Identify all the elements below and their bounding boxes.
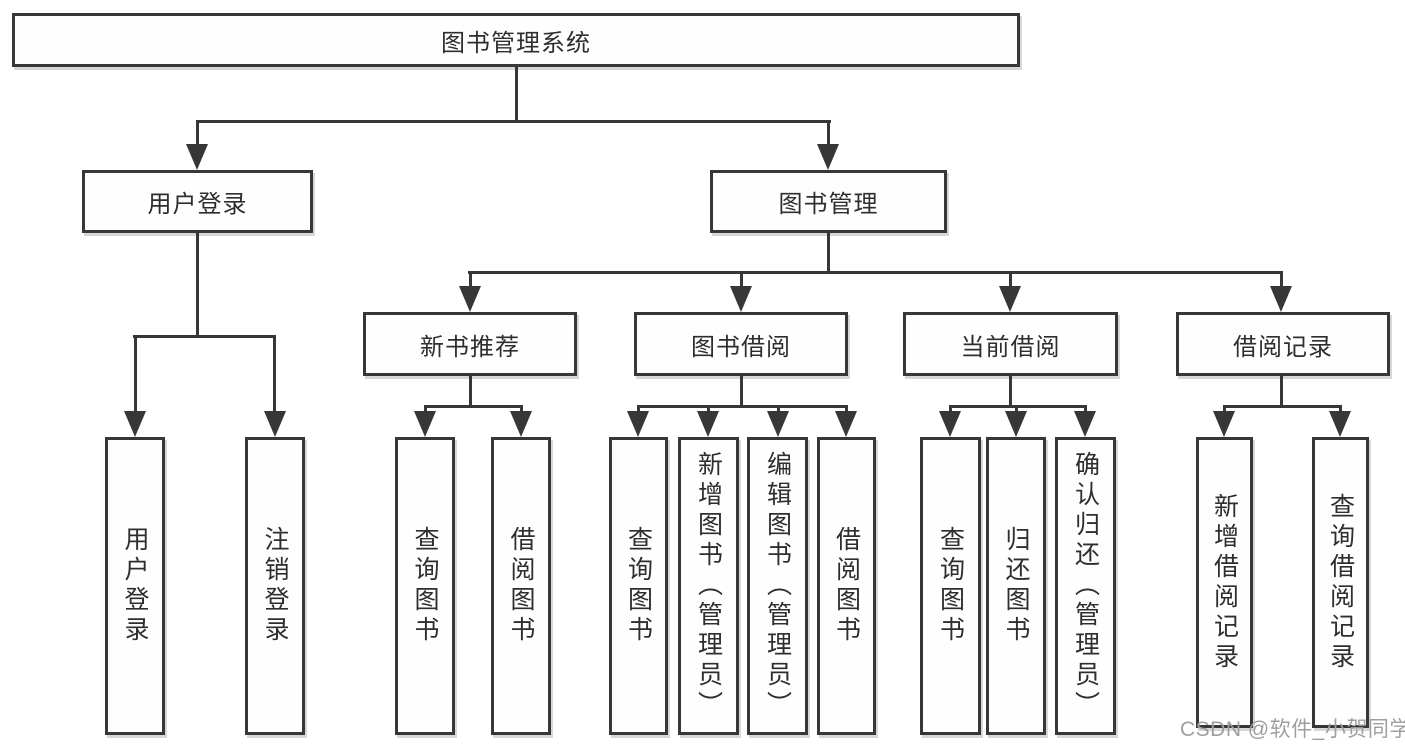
node-user-login-label: 用户登录: [147, 191, 248, 218]
arrow-down-icon: [767, 411, 789, 437]
connector-user-login-stem: [196, 233, 199, 335]
connector-user-login-branch: [133, 335, 275, 338]
node-current-borrowing-label: 当前借阅: [960, 333, 1061, 361]
arrow-down-icon: [627, 411, 649, 437]
leaf-confirm-return-admin-label: 确认归还（管理员）: [1071, 451, 1100, 721]
leaf-recommend-borrow-books-label: 借阅图书: [507, 526, 535, 646]
leaf-add-books-admin: 新增图书（管理员）: [678, 437, 739, 735]
node-new-book-recommend-label: 新书推荐: [420, 333, 520, 361]
leaf-add-books-admin-label: 新增图书（管理员）: [694, 451, 723, 721]
leaf-edit-books-admin-label: 编辑图书（管理员）: [763, 451, 792, 721]
connector-drop-new-book-recommend: [469, 271, 472, 289]
leaf-return-books: 归还图书: [986, 437, 1046, 735]
arrow-down-icon: [414, 411, 436, 437]
connector-drop: [949, 405, 952, 413]
arrow-down-icon: [186, 144, 208, 170]
connector-drop: [1339, 405, 1342, 413]
arrow-down-icon: [1005, 411, 1027, 437]
connector-drop-current-borrowing: [1009, 271, 1012, 289]
leaf-borrow-search-books: 查询图书: [609, 437, 668, 735]
connector-drop: [637, 405, 640, 413]
leaf-borrow-books: 借阅图书: [817, 437, 876, 735]
connector-drop: [424, 405, 427, 413]
leaf-recommend-search-books: 查询图书: [395, 437, 455, 735]
connector-current-borrowing-branch: [949, 405, 1087, 408]
leaf-current-search-books-label: 查询图书: [936, 526, 965, 646]
leaf-add-borrow-record: 新增借阅记录: [1196, 437, 1253, 728]
node-book-management: 图书管理: [710, 170, 947, 233]
arrow-down-icon: [939, 411, 961, 437]
connector-drop-book-borrowing: [740, 271, 743, 289]
leaf-logout-label: 注销登录: [261, 526, 289, 646]
connector-drop-borrowing-records: [1280, 271, 1283, 289]
connector-drop-book-management: [827, 120, 830, 146]
connector-book-borrowing-stem: [740, 376, 743, 408]
connector-new-book-recommend-stem: [469, 376, 472, 408]
arrow-down-icon: [124, 411, 146, 437]
node-user-login: 用户登录: [82, 170, 313, 233]
node-borrowing-records: 借阅记录: [1176, 312, 1390, 376]
arrow-down-icon: [510, 411, 532, 437]
leaf-borrow-books-label: 借阅图书: [832, 526, 861, 646]
connector-drop-leaf-user-login: [134, 335, 137, 415]
leaf-return-books-label: 归还图书: [1002, 526, 1030, 646]
arrow-down-icon: [1213, 411, 1235, 437]
node-library-system: 图书管理系统: [12, 13, 1020, 67]
connector-new-book-recommend-branch: [424, 405, 522, 408]
leaf-user-login: 用户登录: [105, 437, 165, 735]
leaf-confirm-return-admin: 确认归还（管理员）: [1055, 437, 1116, 735]
arrow-down-icon: [264, 411, 286, 437]
connector-root-stem: [515, 67, 518, 120]
node-book-management-label: 图书管理: [778, 191, 879, 218]
leaf-borrow-search-books-label: 查询图书: [624, 526, 653, 646]
node-new-book-recommend: 新书推荐: [363, 312, 577, 376]
connector-drop: [777, 405, 780, 413]
node-book-borrowing: 图书借阅: [634, 312, 848, 376]
connector-book-borrowing-branch: [637, 405, 848, 408]
node-current-borrowing: 当前借阅: [903, 312, 1118, 376]
leaf-edit-books-admin: 编辑图书（管理员）: [747, 437, 808, 735]
arrow-down-icon: [1074, 411, 1096, 437]
leaf-add-borrow-record-label: 新增借阅记录: [1210, 492, 1239, 673]
leaf-logout: 注销登录: [245, 437, 305, 735]
connector-borrowing-records-stem: [1280, 376, 1283, 408]
connector-drop: [1223, 405, 1226, 413]
connector-drop: [1015, 405, 1018, 413]
leaf-current-search-books: 查询图书: [920, 437, 981, 735]
arrow-down-icon: [999, 286, 1021, 312]
arrow-down-icon: [730, 286, 752, 312]
connector-drop-user-login: [196, 120, 199, 146]
leaf-search-borrow-record: 查询借阅记录: [1312, 437, 1369, 728]
node-library-system-label: 图书管理系统: [441, 29, 591, 57]
arrow-down-icon: [835, 411, 857, 437]
connector-borrowing-records-branch: [1223, 405, 1342, 408]
csdn-watermark: CSDN @软件_小贺同学: [1180, 718, 1405, 741]
connector-book-management-stem: [827, 233, 830, 274]
connector-drop: [1084, 405, 1087, 413]
arrow-down-icon: [1270, 286, 1292, 312]
connector-drop-leaf-logout: [273, 335, 276, 415]
connector-drop: [845, 405, 848, 413]
arrow-down-icon: [697, 411, 719, 437]
leaf-user-login-label: 用户登录: [121, 526, 149, 646]
connector-drop: [520, 405, 523, 413]
leaf-recommend-search-books-label: 查询图书: [411, 526, 439, 646]
leaf-search-borrow-record-label: 查询借阅记录: [1326, 492, 1355, 673]
connector-current-borrowing-stem: [1009, 376, 1012, 408]
arrow-down-icon: [817, 144, 839, 170]
arrow-down-icon: [1329, 411, 1351, 437]
arrow-down-icon: [459, 286, 481, 312]
leaf-recommend-borrow-books: 借阅图书: [491, 437, 551, 735]
node-book-borrowing-label: 图书借阅: [691, 333, 791, 361]
connector-book-management-branch: [468, 271, 1282, 274]
connector-root-branch: [196, 120, 831, 123]
node-borrowing-records-label: 借阅记录: [1233, 333, 1333, 361]
connector-drop: [707, 405, 710, 413]
